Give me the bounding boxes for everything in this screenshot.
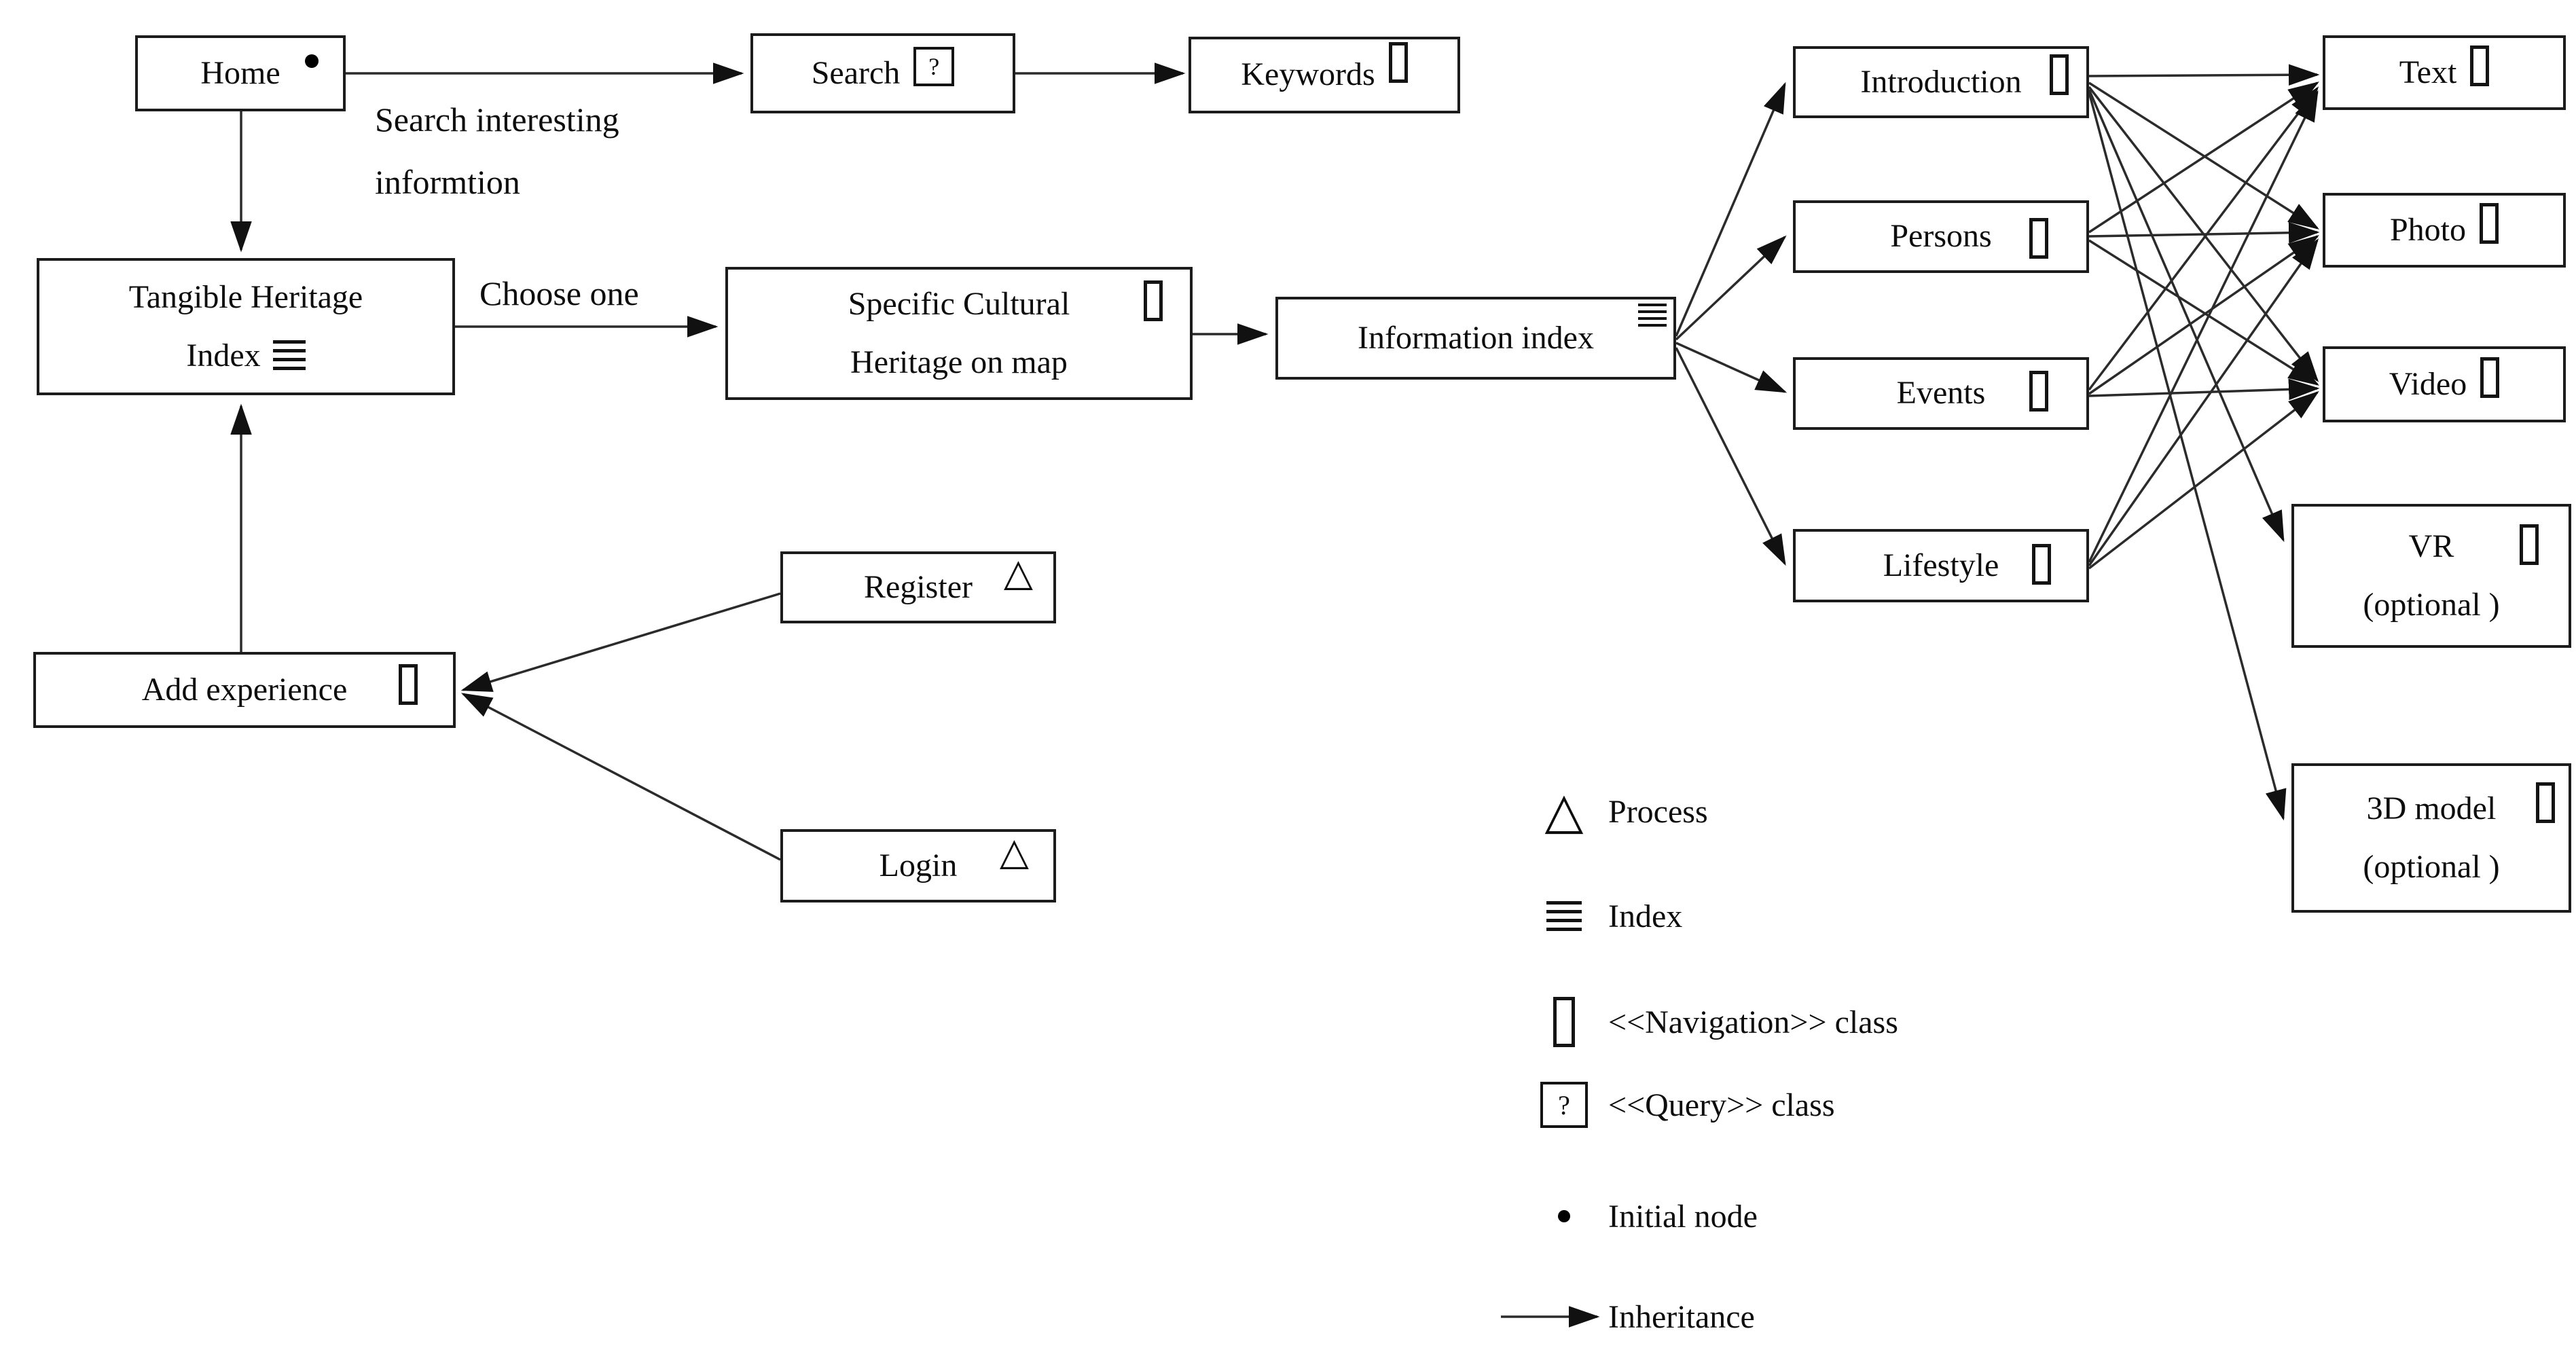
node-persons: Persons: [1793, 200, 2089, 273]
navigation-class-icon: [2050, 54, 2069, 95]
process-triangle-icon: [1545, 786, 1584, 837]
node-events-label: Events: [1896, 375, 1986, 412]
node-search: Search: [750, 33, 1015, 113]
node-3d-model: 3D model (optional ): [2291, 763, 2571, 913]
navigation-rect-icon: [1553, 997, 1575, 1047]
legend-item-inheritance: Inheritance: [1494, 1288, 1755, 1346]
node-vr: VR (optional ): [2291, 504, 2571, 648]
edge-events-photo: [2088, 235, 2319, 395]
initial-node-dot-icon: [1558, 1210, 1570, 1222]
node-information-index: Information index: [1275, 297, 1676, 380]
navigation-class-icon: [1388, 42, 1408, 84]
edge-lifestyle-text: [2088, 90, 2319, 563]
edge-lifestyle-photo: [2088, 238, 2319, 567]
node-introduction-label: Introduction: [1860, 63, 2022, 100]
legend-item-process: Process: [1520, 782, 1708, 841]
node-search-label: Search: [811, 54, 901, 91]
node-tangible-heritage-index: Tangible Heritage Index: [37, 258, 455, 395]
node-photo: Photo: [2323, 193, 2566, 268]
node-video-label: Video: [2389, 365, 2467, 402]
edge-register-add-experience: [460, 592, 781, 692]
node-login: Login: [780, 829, 1056, 902]
edge-events-text: [2088, 86, 2319, 391]
legend-label: Inheritance: [1608, 1298, 1755, 1335]
node-add-experience-label: Add experience: [141, 671, 348, 708]
inheritance-arrow-icon: [1501, 1306, 1600, 1328]
node-add-experience: Add experience: [33, 652, 456, 728]
edge-persons-photo: [2088, 222, 2320, 244]
edge-introduction-3d-model: [2088, 92, 2287, 821]
edge-information-index-events: [1675, 342, 1788, 393]
index-lines-icon: [1546, 901, 1582, 931]
node-lifestyle-label: Lifestyle: [1883, 547, 1999, 583]
node-keywords: Keywords: [1189, 37, 1460, 113]
navigation-class-icon: [2480, 202, 2499, 244]
edge-information-index-lifestyle: [1675, 347, 1786, 566]
legend-label: Initial node: [1608, 1198, 1758, 1235]
edge-introduction-text: [2088, 64, 2320, 86]
edge-persons-video: [2088, 239, 2319, 386]
edge-information-index-introduction: [1675, 81, 1786, 337]
navigation-class-icon: [2029, 371, 2048, 412]
process-icon: [1004, 554, 1033, 592]
legend-label: Index: [1608, 898, 1683, 934]
node-text-label: Text: [2399, 54, 2457, 90]
edge-label-search-interesting: Search interesting informtion: [375, 101, 619, 201]
edge-persons-text: [2088, 81, 2319, 234]
node-video: Video: [2323, 346, 2566, 422]
edge-introduction-photo: [2088, 81, 2319, 230]
node-information-index-label: Information index: [1358, 319, 1594, 356]
navigation-class-icon: [2029, 218, 2048, 259]
node-specific-cultural-heritage: Specific Cultural Heritage on map: [725, 267, 1193, 400]
navigation-class-icon: [2520, 524, 2539, 565]
node-home: Home: [135, 35, 346, 111]
node-introduction: Introduction: [1793, 46, 2089, 118]
query-box-icon: [1540, 1082, 1588, 1128]
node-vr-label2: (optional ): [2363, 587, 2500, 623]
edge-events-video: [2088, 378, 2320, 401]
node-register: Register: [780, 551, 1056, 623]
query-class-icon: [913, 46, 955, 86]
navigation-class-icon: [2032, 544, 2051, 585]
node-text: Text: [2323, 35, 2566, 110]
node-3d-model-label2: (optional ): [2363, 849, 2500, 885]
edge-lifestyle-video: [2088, 390, 2319, 570]
node-3d-model-label: 3D model: [2366, 790, 2497, 826]
legend-label: <<Navigation>> class: [1608, 1004, 1898, 1040]
node-persons-label: Persons: [1890, 218, 1992, 255]
index-icon: [272, 340, 306, 370]
navigation-class-icon: [2536, 782, 2555, 823]
legend-label: Process: [1608, 793, 1708, 830]
legend-item-navigation-class: <<Navigation>> class: [1520, 993, 1898, 1051]
legend-item-query-class: <<Query>> class: [1520, 1076, 1835, 1134]
legend-label: <<Query>> class: [1608, 1087, 1835, 1123]
edge-login-add-experience: [460, 693, 781, 861]
node-specific-cultural-heritage-label: Specific Cultural Heritage on map: [848, 285, 1070, 380]
node-photo-label: Photo: [2389, 211, 2467, 248]
index-icon: [1638, 304, 1667, 328]
navigation-class-icon: [2470, 45, 2490, 86]
navigation-class-icon: [1144, 280, 1163, 321]
initial-node-icon: [305, 54, 319, 68]
process-icon: [1000, 833, 1029, 871]
node-vr-label: VR: [2408, 528, 2454, 564]
edge-introduction-vr: [2088, 89, 2285, 543]
node-lifestyle: Lifestyle: [1793, 529, 2089, 602]
node-register-label: Register: [864, 568, 973, 605]
node-home-label: Home: [200, 54, 280, 91]
node-events: Events: [1793, 357, 2089, 430]
edge-information-index-persons: [1675, 235, 1787, 341]
edge-label-choose-one: Choose one: [479, 274, 639, 312]
node-keywords-label: Keywords: [1241, 56, 1375, 93]
legend-item-initial-node: Initial node: [1520, 1187, 1758, 1245]
node-tangible-heritage-index-label: Tangible Heritage Index: [128, 278, 363, 373]
navigation-class-icon: [399, 664, 418, 705]
navigation-class-icon: [2480, 357, 2500, 398]
node-login-label: Login: [879, 847, 958, 883]
legend-item-index: Index: [1520, 887, 1682, 945]
